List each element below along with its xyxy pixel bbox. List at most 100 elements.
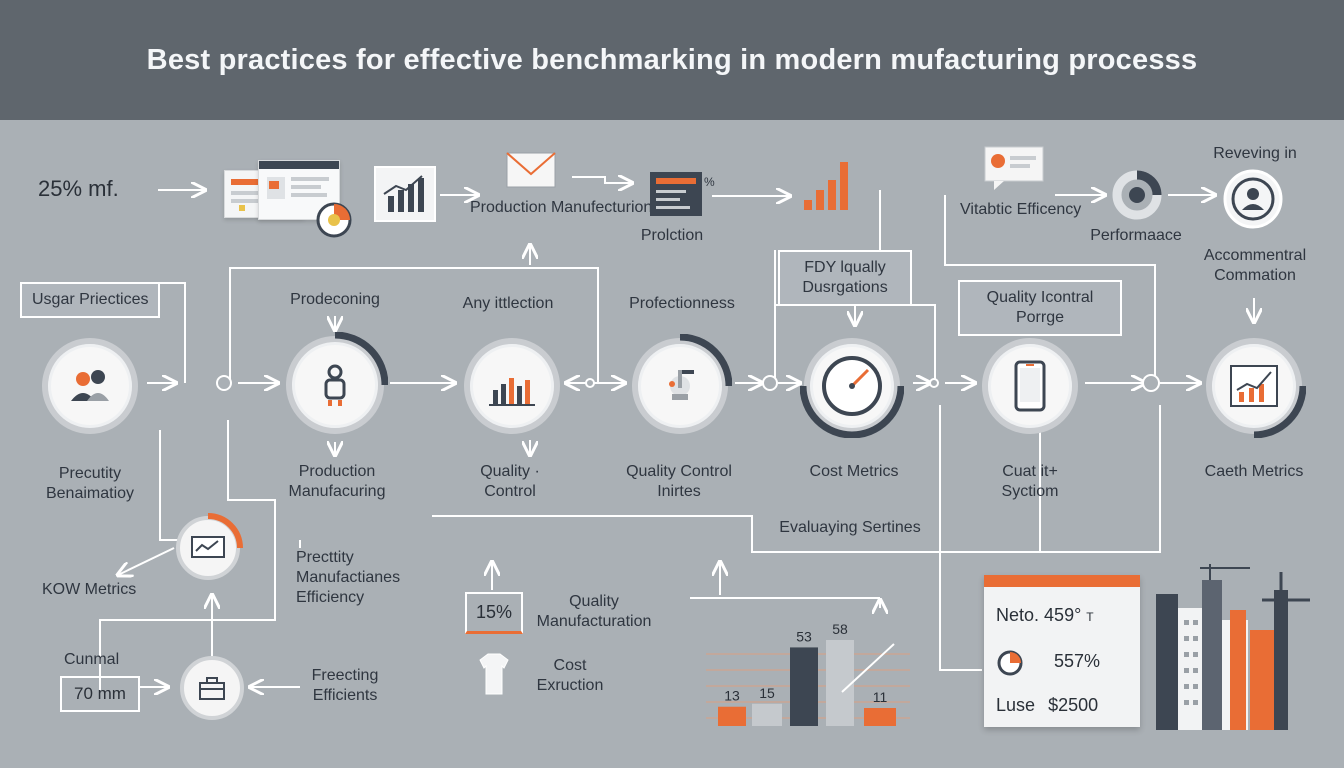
chart-bar-A xyxy=(718,706,746,726)
chart-value-label: 15 xyxy=(759,685,775,701)
node-cost-metrics xyxy=(804,338,900,434)
progress-ring-small xyxy=(207,513,243,549)
screen-illustration xyxy=(259,161,339,199)
chart-value-label: 53 xyxy=(796,628,812,644)
chart-bar-B xyxy=(752,703,782,726)
progress-ring-cost xyxy=(800,385,904,438)
node-label-1: Precutity Benaimatioy xyxy=(45,465,135,502)
prodeconing-label: Prodeconing xyxy=(290,291,380,308)
envelope-icon xyxy=(506,152,556,188)
node-caeth-metrics xyxy=(1206,338,1302,434)
progress-ring-inirtes xyxy=(679,334,732,387)
chart-trend-line xyxy=(841,643,895,693)
junction-4 xyxy=(929,378,939,388)
dashboard-illustration xyxy=(231,179,277,211)
measurement-box: 70 mm xyxy=(60,676,140,712)
monitor-icon xyxy=(191,536,225,558)
page-title: Best practices for effective benchmarkin… xyxy=(146,43,1198,76)
chart-value-label: 11 xyxy=(873,689,888,705)
revening-label: Reveving in xyxy=(1213,145,1297,162)
node-label-7: Caeth Metrics xyxy=(1204,463,1304,480)
percent-box-value: 15% xyxy=(475,602,513,622)
junction-2 xyxy=(585,378,595,388)
speedometer-icon xyxy=(822,356,882,416)
quality-manu-label: Quality Manufacturation xyxy=(536,593,652,630)
chart-bar-D xyxy=(826,640,854,726)
metric-row-1: Neto. 459° T xyxy=(996,605,1094,626)
analytics-icon xyxy=(489,378,535,406)
chart-bar-C xyxy=(790,647,818,726)
trend-chart-icon xyxy=(1230,365,1278,407)
percent-box: 15% xyxy=(465,592,523,634)
chart-value-label: 58 xyxy=(832,621,848,637)
node-production xyxy=(286,336,384,434)
performance-label: Performaace xyxy=(1090,227,1182,244)
junction-3 xyxy=(762,375,778,391)
measurement-value: 70 mm xyxy=(74,684,126,703)
junction-5 xyxy=(1142,374,1160,392)
metric-panel-header xyxy=(984,575,1140,587)
production-label-text: Production Manufecturion xyxy=(470,199,653,216)
factory-buildings-illustration xyxy=(1156,564,1310,730)
percent-mark: % xyxy=(704,175,715,189)
any-label: Any ittlection xyxy=(462,295,554,312)
chart-bar-E xyxy=(864,708,896,726)
metric-row-3: Luse $2500 xyxy=(996,695,1098,716)
growth-bars-icon xyxy=(804,162,848,210)
metric-row-3-label: Luse xyxy=(996,695,1036,715)
vitabtic-label: Vitabtic Efficency xyxy=(960,201,1082,218)
node-label-4: Quality Control Inirtes xyxy=(626,463,732,500)
progress-ring-caeth xyxy=(1253,385,1306,438)
user-target-icon xyxy=(1223,169,1283,229)
quality-control-box: Quality Icontral Porrge xyxy=(958,280,1122,336)
robot-arm-icon xyxy=(669,370,694,400)
node-quality-control-inirtes xyxy=(632,338,728,434)
node-precutity xyxy=(42,338,138,434)
cunmal-label: Cunmal xyxy=(64,651,120,668)
metric-row-1-value: 459° xyxy=(1044,605,1082,625)
metric-row-3-value: $2500 xyxy=(1048,695,1099,715)
smartphone-icon xyxy=(1014,360,1046,412)
freecting-label: Freecting Efficients xyxy=(311,667,379,704)
worker-icon xyxy=(324,364,346,406)
node-cuat-syctiom xyxy=(982,338,1078,434)
evaluating-label: Evaluaying Sertines xyxy=(779,519,921,536)
bar-chart-icon xyxy=(374,166,436,222)
kow-metrics-label: KOW Metrics xyxy=(42,581,137,598)
gauge-donut-icon xyxy=(1112,170,1162,220)
small-node-toolbox xyxy=(180,656,244,720)
production-label: Production Manufecturion xyxy=(470,198,652,218)
cost-exr-label: Cost Exruction xyxy=(536,657,604,694)
precttity-label: Precttity Manufactianes Efficiency xyxy=(296,549,401,606)
node-label-3: Quality · Control xyxy=(480,463,540,500)
chart-value-label: 13 xyxy=(724,688,740,704)
pie-icon xyxy=(997,650,1023,676)
progress-ring-production xyxy=(334,332,388,386)
control-panel-icon xyxy=(650,172,702,216)
node-label-5: Cost Metrics xyxy=(809,463,899,480)
junction-1 xyxy=(216,375,232,391)
node-quality-control xyxy=(464,338,560,434)
quality-control-text: Quality Icontral Porrge xyxy=(986,289,1094,326)
toolbox-icon xyxy=(199,677,225,700)
accon-label: Accommentral Commation xyxy=(1203,247,1307,284)
usgar-practices-box: Usgar Priectices xyxy=(20,282,161,318)
profectioness-label: Profectionness xyxy=(629,295,735,312)
shirt-icon xyxy=(479,653,509,695)
usgar-practices-text: Usgar Priectices xyxy=(32,291,149,308)
fdy-quality-text: FDY lqually Dusrgations xyxy=(802,259,888,296)
metric-row-2-value: 557% xyxy=(1054,651,1101,671)
chat-bubble-icon xyxy=(984,146,1044,190)
team-icon xyxy=(71,370,109,401)
prolction-label: Prolction xyxy=(640,227,704,244)
top-stat: 25% mf. xyxy=(38,176,119,201)
metric-row-1-label: Neto. xyxy=(996,605,1040,625)
metric-row-1-mark: T xyxy=(1086,610,1094,624)
metric-panel: Neto. 459° T 557% Luse $2500 xyxy=(984,575,1140,727)
bar-chart: 13 15 53 58 11 xyxy=(706,621,910,726)
node-label-2: Production Manufacuring xyxy=(288,463,386,500)
metric-row-2: 557% xyxy=(1054,651,1100,672)
node-label-6: Cuat it+ Syctiom xyxy=(1001,463,1059,500)
